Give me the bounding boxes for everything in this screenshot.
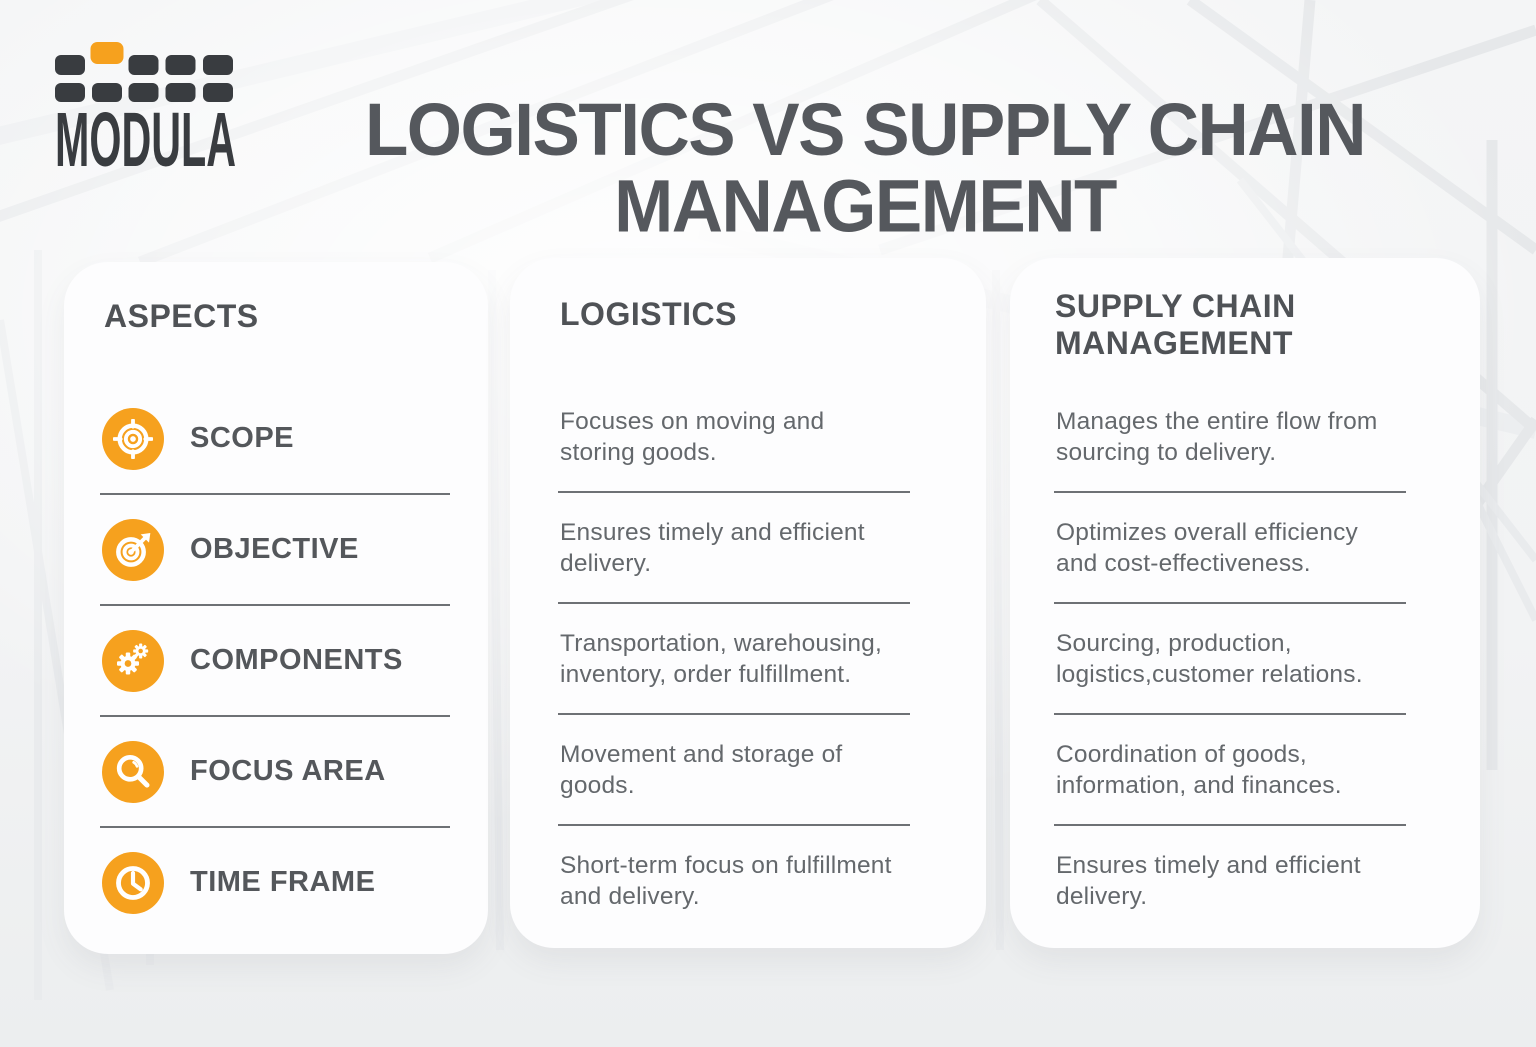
cell-text: Coordination of goods, information, and … [1056,740,1342,799]
scm-rows: Manages the entire flow from sourcing to… [1010,381,1480,936]
dartboard-objective-icon [102,518,164,581]
aspect-label: FOCUS AREA [190,755,386,787]
logistics-header: LOGISTICS [560,296,737,332]
aspect-label: COMPONENTS [190,644,403,676]
logistics-rows: Focuses on moving and storing goods. Ens… [510,381,986,936]
logo-blocks [55,42,233,102]
supply-chain-management-card: SUPPLY CHAIN MANAGEMENT Manages the enti… [1010,258,1480,948]
aspect-label: OBJECTIVE [190,533,359,565]
logistics-row-components: Transportation, warehousing, inventory, … [510,603,986,715]
logistics-row-scope: Focuses on moving and storing goods. [510,381,986,493]
cell-text: Ensures timely and efficient delivery. [560,518,865,577]
cell-text: Optimizes overall efficiency and cost-ef… [1056,518,1358,577]
title-line-1: LOGISTICS VS SUPPLY CHAIN [364,88,1367,172]
scm-row-focus-area: Coordination of goods, information, and … [1010,714,1480,826]
gears-components-icon [102,629,164,692]
aspect-row-components: COMPONENTS [64,605,488,717]
logistics-row-objective: Ensures timely and efficient delivery. [510,492,986,604]
cell-text: Manages the entire flow from sourcing to… [1056,407,1378,466]
aspects-header: ASPECTS [104,298,259,334]
aspect-row-objective: OBJECTIVE [64,494,488,606]
cell-text: Short-term focus on fulfillment and deli… [560,851,892,910]
title-line-2: MANAGEMENT [614,165,1117,249]
logistics-row-time-frame: Short-term focus on fulfillment and deli… [510,825,986,936]
logistics-row-focus-area: Movement and storage of goods. [510,714,986,826]
page-title: LOGISTICS VS SUPPLY CHAIN MANAGEMENT [250,92,1480,245]
target-scope-icon [102,407,164,470]
cell-text: Ensures timely and efficient delivery. [1056,851,1361,910]
magnifier-focus-icon [102,740,164,803]
aspect-label: SCOPE [190,422,295,454]
cell-text: Transportation, warehousing, inventory, … [560,629,883,688]
modula-logo: MODULA [55,42,236,174]
cell-text: Focuses on moving and storing goods. [560,407,825,466]
scm-row-components: Sourcing, production, logistics,customer… [1010,603,1480,715]
scm-row-scope: Manages the entire flow from sourcing to… [1010,381,1480,493]
aspect-label: TIME FRAME [190,866,376,898]
logistics-card: LOGISTICS Focuses on moving and storing … [510,258,986,948]
logo-wordmark: MODULA [55,98,236,174]
aspect-row-scope: SCOPE [64,383,488,495]
scm-header: SUPPLY CHAIN MANAGEMENT [1055,288,1296,361]
aspects-rows: SCOPE OBJECTIVE [64,383,488,938]
aspect-row-focus-area: FOCUS AREA [64,716,488,828]
aspects-card: ASPECTS SCOPE [64,262,488,954]
aspect-row-time-frame: TIME FRAME [64,827,488,938]
clock-time-icon [102,851,164,914]
cell-text: Sourcing, production, logistics,customer… [1056,629,1363,688]
cell-text: Movement and storage of goods. [560,740,843,799]
scm-row-objective: Optimizes overall efficiency and cost-ef… [1010,492,1480,604]
scm-row-time-frame: Ensures timely and efficient delivery. [1010,825,1480,936]
